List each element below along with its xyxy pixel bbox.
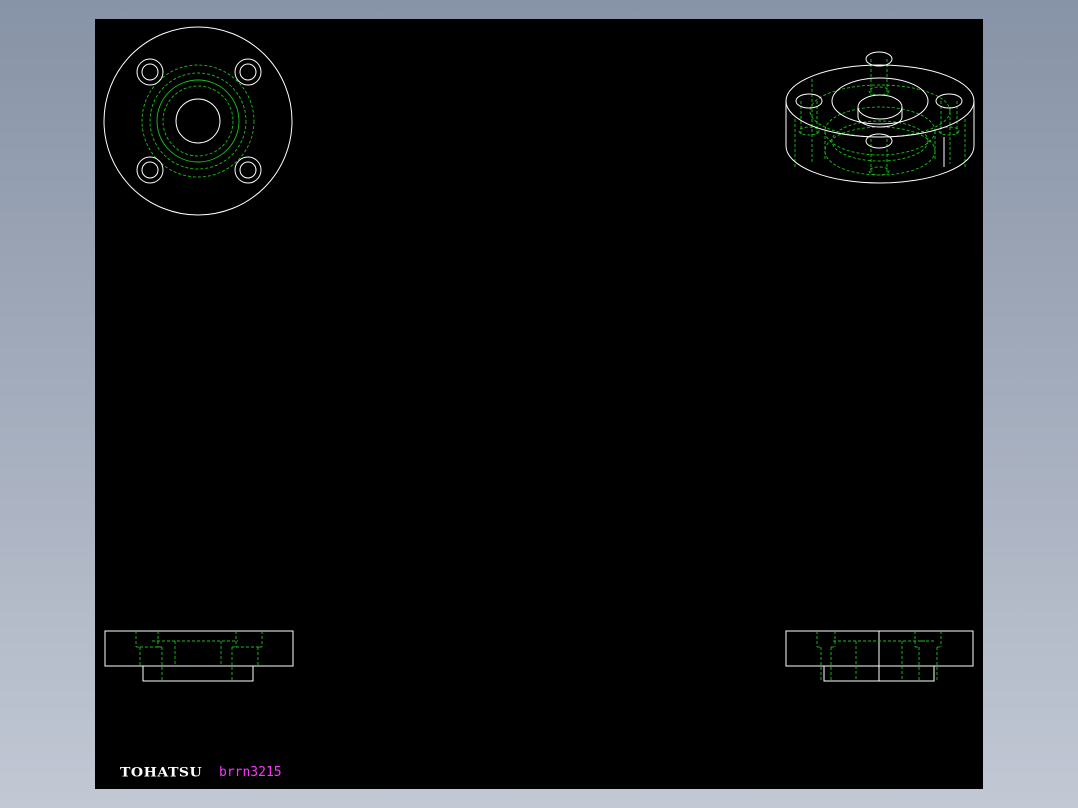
iso-bolt-hole-back [865,51,893,67]
iso-top-face [785,64,975,138]
flange-top-view [103,26,293,216]
flange-bore [175,98,221,144]
iso-bolt-hole-right [935,93,963,109]
flange-hub-outline [142,665,254,682]
flange-hidden-circle-outer [141,64,255,178]
iso-bore [857,94,903,120]
flange-outer-edge [103,26,293,216]
part-code-label: brrn3215 [219,765,282,780]
bolt-hole-sw [136,156,164,184]
bolt-hole-nw [136,58,164,86]
flange-hidden-circle-mid [149,72,247,170]
iso-bolt-hole-front [865,133,893,149]
flange-side-view [785,630,974,682]
bolt-hole-se [234,156,262,184]
iso-hub [831,77,929,125]
cad-drawing-canvas: TOHATSU brrn3215 [95,19,983,789]
flange-plate-outline [104,630,294,667]
cad-drawing [103,26,975,682]
iso-side-wall [785,101,975,184]
flange-isometric-view [785,51,975,184]
flange-hidden-circle-inner [162,85,234,157]
brand-logo: TOHATSU [120,765,203,781]
flange-front-view [104,630,294,682]
bolt-hole-ne [234,58,262,86]
iso-bolt-hole-left [795,93,823,109]
flange-hub-edge [156,79,240,163]
